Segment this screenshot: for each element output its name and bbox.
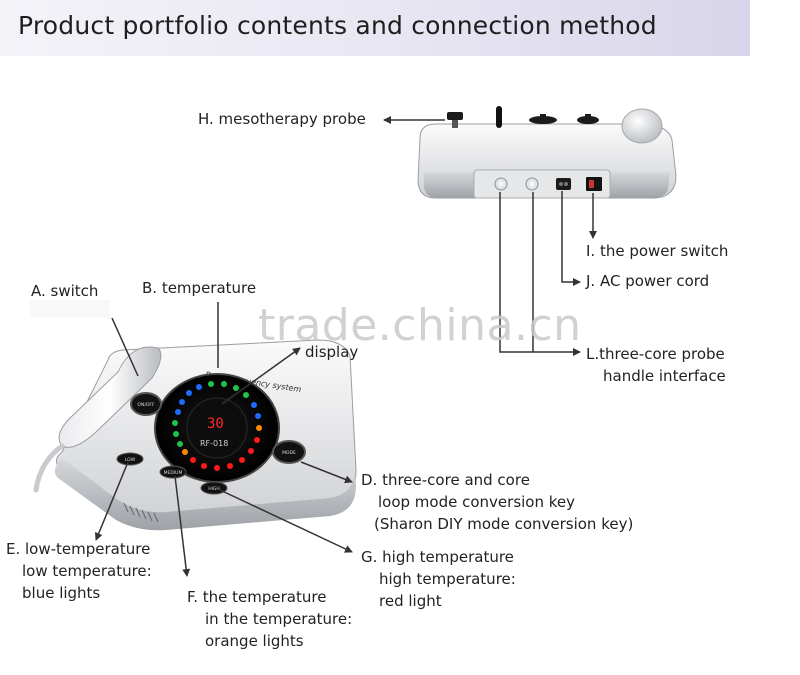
temperature-display-value: 30 bbox=[207, 416, 224, 432]
leader-f bbox=[174, 475, 191, 577]
leader-j bbox=[561, 191, 581, 286]
label-e-line2: low temperature: bbox=[22, 562, 152, 580]
mode-button[interactable]: MODE bbox=[272, 440, 306, 464]
label-j: J. AC power cord bbox=[586, 272, 710, 290]
svg-text:HIGH: HIGH bbox=[208, 486, 220, 492]
label-g-line1: G. high temperature bbox=[361, 548, 514, 566]
svg-text:MODE: MODE bbox=[282, 450, 296, 456]
device-back-view bbox=[417, 106, 677, 199]
label-a: A. switch bbox=[31, 282, 99, 300]
medium-temp-button[interactable]: MEDIUM bbox=[159, 465, 187, 479]
led-ring bbox=[172, 381, 262, 471]
svg-text:ON/OFF: ON/OFF bbox=[137, 402, 155, 408]
label-e-line1: E. low-temperature bbox=[6, 540, 151, 558]
label-d-line3: (Sharon DIY mode conversion key) bbox=[374, 515, 634, 533]
watermark: trade.china.cn bbox=[258, 300, 582, 351]
leader-g bbox=[219, 489, 353, 553]
leader-l bbox=[499, 192, 581, 356]
label-l-line1: L.three-core probe bbox=[586, 345, 725, 363]
device-front-view: Radio frequency system 30 RF-018 ON/OFF bbox=[33, 339, 357, 531]
device-model-text: RF-018 bbox=[200, 439, 228, 448]
svg-text:LOW: LOW bbox=[125, 457, 136, 463]
label-f-line3: orange lights bbox=[205, 632, 304, 650]
label-b: B. temperature bbox=[142, 279, 257, 297]
leader-lines bbox=[94, 116, 597, 577]
label-f-line1: F. the temperature bbox=[187, 588, 327, 606]
label-h: H. mesotherapy probe bbox=[198, 110, 366, 128]
title-banner: Product portfolio contents and connectio… bbox=[0, 0, 750, 56]
page-title: Product portfolio contents and connectio… bbox=[18, 11, 657, 40]
switch-button[interactable]: ON/OFF bbox=[130, 392, 162, 416]
leader-e bbox=[94, 461, 129, 541]
label-l-line2: handle interface bbox=[603, 367, 726, 385]
svg-text:MEDIUM: MEDIUM bbox=[164, 470, 183, 476]
label-e-line3: blue lights bbox=[22, 584, 101, 602]
low-temp-button[interactable]: LOW bbox=[116, 452, 144, 466]
label-d-line1: D. three-core and core bbox=[361, 471, 530, 489]
label-f-line2: in the temperature: bbox=[205, 610, 353, 628]
label-b-line2: display bbox=[305, 343, 359, 361]
label-d-line2: loop mode conversion key bbox=[378, 493, 576, 511]
leader-d bbox=[300, 461, 353, 484]
label-g-line3: red light bbox=[379, 592, 442, 610]
label-i: I. the power switch bbox=[586, 242, 729, 260]
label-g-line2: high temperature: bbox=[379, 570, 516, 588]
